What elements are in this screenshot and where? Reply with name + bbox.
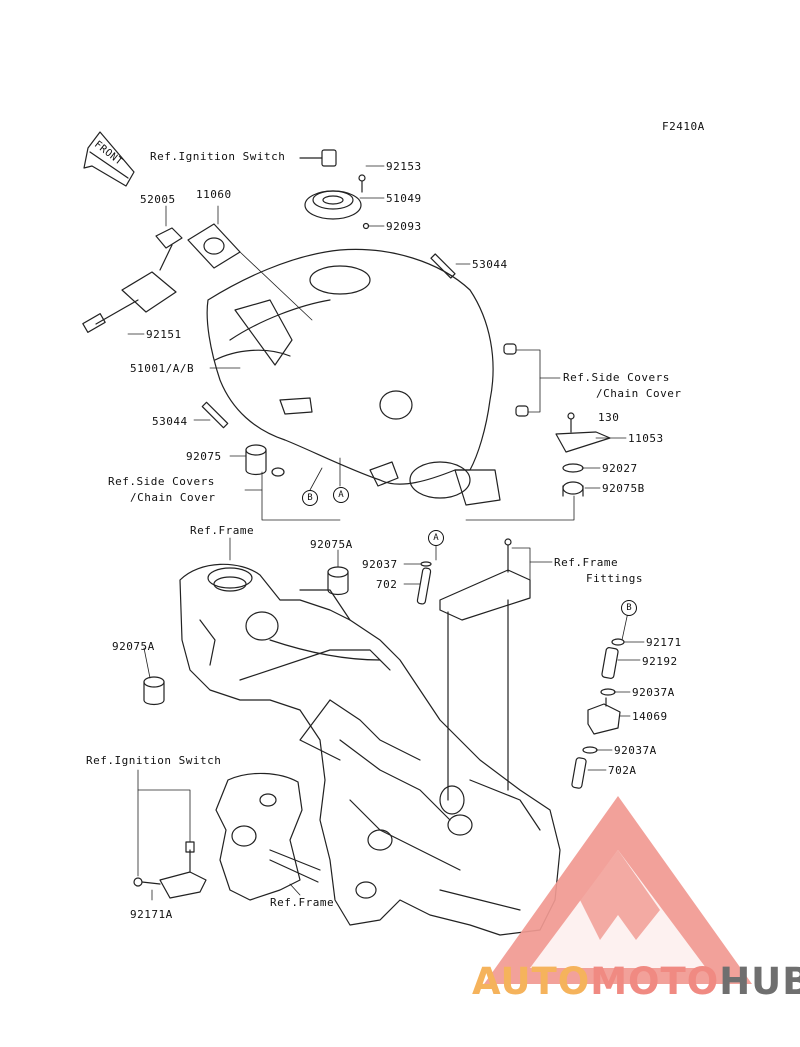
label-ref-frame-fittings-1: Ref.Frame (554, 556, 619, 569)
label-ref-side-covers-right-1: Ref.Side Covers (563, 371, 670, 384)
damper-icon (245, 444, 285, 477)
fuel-tank-icon (206, 248, 501, 506)
frame-fittings-icon (439, 538, 531, 801)
strip-left-icon (201, 401, 229, 429)
fuel-pump-icon (82, 271, 177, 333)
marker-a-fitting: A (428, 530, 444, 546)
label-53044-left: 53044 (152, 415, 188, 428)
label-ref-frame-bottom: Ref.Frame (270, 896, 335, 909)
label-14069: 14069 (632, 710, 668, 723)
fuel-filter-icon (155, 227, 183, 271)
strip-right-icon (430, 253, 456, 279)
ignition-switch-icon (133, 772, 321, 901)
label-92075b: 92075B (602, 482, 645, 495)
label-92027: 92027 (602, 462, 638, 475)
label-130: 130 (598, 411, 620, 424)
label-92037a-1: 92037A (632, 686, 675, 699)
damper-top-icon (327, 566, 349, 596)
label-92153: 92153 (386, 160, 422, 173)
leader-lines (127, 165, 645, 901)
gasket-icon (187, 223, 241, 269)
label-92037a-2: 92037A (614, 744, 657, 757)
label-ref-side-covers-left-2: /Chain Cover (130, 491, 216, 504)
label-92037: 92037 (362, 558, 398, 571)
label-ref-frame-fittings-2: Fittings (586, 572, 643, 585)
label-53044-right: 53044 (472, 258, 508, 271)
label-92093: 92093 (386, 220, 422, 233)
label-ref-side-covers-left-1: Ref.Side Covers (108, 475, 215, 488)
label-51001: 51001/A/B (130, 362, 195, 375)
label-92075a-top: 92075A (310, 538, 353, 551)
watermark-auto: AUTO (472, 960, 591, 1003)
label-ref-ignition-switch-bottom: Ref.Ignition Switch (86, 754, 222, 767)
diagram-code: F2410A (662, 120, 705, 133)
ignition-cylinder-icon (299, 149, 337, 167)
label-52005: 52005 (140, 193, 176, 206)
marker-b-damper: B (621, 600, 637, 616)
label-51049: 51049 (386, 192, 422, 205)
label-92151: 92151 (146, 328, 182, 341)
label-92171a: 92171A (130, 908, 173, 921)
label-11060: 11060 (196, 188, 232, 201)
watermark-hub: HUB (719, 960, 800, 1003)
label-ref-ignition-switch-top: Ref.Ignition Switch (150, 150, 286, 163)
label-ref-side-covers-right-2: /Chain Cover (596, 387, 682, 400)
frame-icon (179, 563, 561, 936)
damper-left-icon (143, 676, 165, 706)
watermark-moto: MOTO (590, 960, 720, 1003)
marker-b-tank: B (302, 490, 318, 506)
marker-a-tank: A (333, 487, 349, 503)
label-92192: 92192 (642, 655, 678, 668)
fuel-cap-icon (304, 174, 370, 230)
automotohub-logo-icon (484, 796, 752, 984)
label-92075a-left: 92075A (112, 640, 155, 653)
front-arrow-icon (83, 131, 135, 187)
label-92075: 92075 (186, 450, 222, 463)
label-ref-frame-top: Ref.Frame (190, 524, 255, 537)
label-11053: 11053 (628, 432, 664, 445)
label-92171: 92171 (646, 636, 682, 649)
automotohub-watermark: AUTOMOTOHUB (472, 960, 800, 1004)
label-702a: 702A (608, 764, 637, 777)
label-702: 702 (376, 578, 398, 591)
